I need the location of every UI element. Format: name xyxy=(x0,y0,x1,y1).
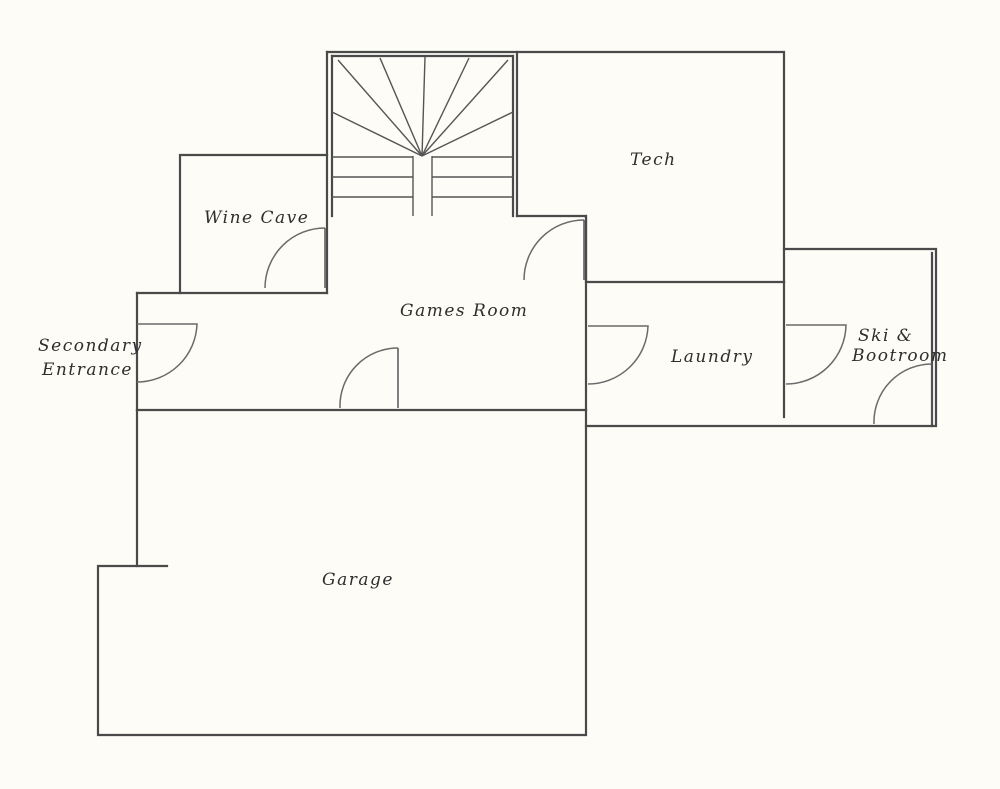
wine-cave-wall xyxy=(178,153,329,295)
label-secondary-entrance-line2: Entrance xyxy=(41,360,133,380)
laundry-door xyxy=(587,325,649,385)
label-games-room: Games Room xyxy=(400,301,528,321)
ski-bootroom-inner-door xyxy=(785,324,847,385)
label-wine-cave: Wine Cave xyxy=(204,208,309,228)
stair-winder xyxy=(421,56,426,157)
stair-winder xyxy=(421,57,470,157)
ski-bootroom-outer-door xyxy=(873,363,933,425)
stair-tech-top-wall xyxy=(325,50,786,284)
stair-winder xyxy=(421,111,514,157)
wine-cave-door xyxy=(264,227,326,289)
stair-winder xyxy=(421,59,509,157)
garage-door xyxy=(339,347,399,409)
label-secondary-entrance-line1: Secondary xyxy=(38,336,143,356)
stair-games-door xyxy=(523,219,585,281)
room-labels: Tech Wine Cave Games Room Secondary Entr… xyxy=(38,150,949,590)
stair-winder xyxy=(331,111,423,157)
walls xyxy=(96,50,938,737)
staircase xyxy=(331,56,514,216)
secondary-entrance-door xyxy=(136,323,198,383)
doors xyxy=(136,219,933,425)
stair-winder xyxy=(337,59,423,157)
laundry-ski-outer-wall xyxy=(584,247,938,428)
stair-winder xyxy=(379,57,423,157)
label-tech: Tech xyxy=(630,150,677,170)
label-ski-bootroom-line2: Bootroom xyxy=(851,346,949,366)
label-ski-bootroom-line1: Ski & xyxy=(858,326,913,346)
label-garage: Garage xyxy=(322,570,394,590)
label-laundry: Laundry xyxy=(670,347,753,367)
garage-outer-wall xyxy=(96,408,588,737)
